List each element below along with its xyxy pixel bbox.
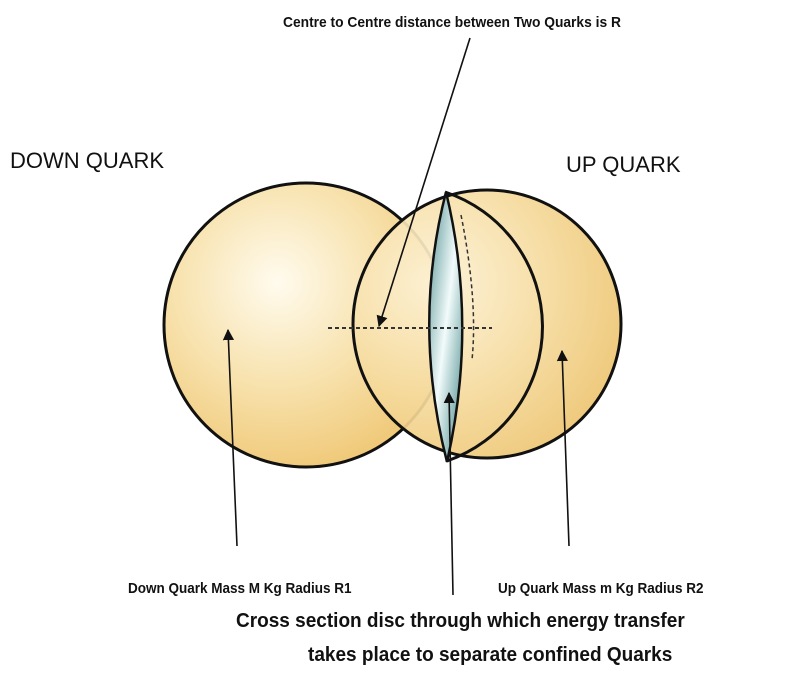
disc-hidden-edge [460,214,475,361]
down-quark-label: DOWN QUARK [10,148,164,173]
down-quark-outline-overlap [444,190,544,463]
up-quark-arrow [556,349,570,547]
title-arrow [376,37,471,328]
down-quark-caption: Down Quark Mass M Kg Radius R1 [128,580,352,597]
diagram-title: Centre to Centre distance between Two Qu… [283,14,621,31]
down-quark-arrow [222,328,238,547]
cross-section-arrow [443,391,455,596]
up-quark-sphere [351,188,623,460]
up-quark-caption: Up Quark Mass m Kg Radius R2 [498,580,704,597]
up-quark-label: UP QUARK [566,152,681,177]
cross-section-caption-2: takes place to separate confined Quarks [308,644,673,666]
cross-section-caption-1: Cross section disc through which energy … [236,610,685,632]
